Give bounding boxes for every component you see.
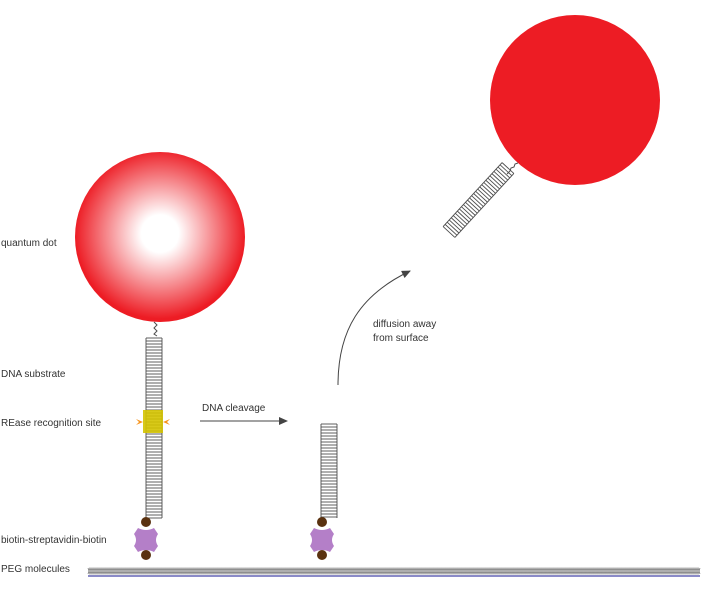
label-diffusion-line1: diffusion away bbox=[373, 319, 436, 330]
quantum-dot-right bbox=[490, 15, 660, 185]
peg-molecules bbox=[87, 566, 701, 576]
diffusion-arrow bbox=[337, 270, 411, 386]
dna-fragment-released bbox=[442, 162, 515, 238]
label-biotin: biotin-streptavidin-biotin bbox=[1, 535, 107, 546]
label-diffusion-line2: from surface bbox=[373, 333, 429, 344]
dna-substrate-left bbox=[145, 337, 163, 519]
label-rease-site: REase recognition site bbox=[1, 418, 101, 429]
streptavidin-left bbox=[134, 528, 158, 552]
biotin-bottom-left bbox=[141, 550, 151, 560]
label-quantum-dot: quantum dot bbox=[1, 238, 57, 249]
biotin-bottom-right bbox=[317, 550, 327, 560]
linker-left bbox=[153, 321, 158, 337]
recognition-site bbox=[143, 410, 163, 433]
biotin-top-left bbox=[141, 517, 151, 527]
dna-stump-right bbox=[320, 423, 338, 518]
linker-right bbox=[506, 162, 519, 175]
label-dna-substrate: DNA substrate bbox=[1, 369, 66, 380]
label-cleavage: DNA cleavage bbox=[202, 403, 266, 414]
cut-marks bbox=[136, 419, 170, 425]
streptavidin-right bbox=[310, 528, 334, 552]
quantum-dot-left bbox=[75, 152, 245, 322]
biotin-top-right bbox=[317, 517, 327, 527]
label-peg: PEG molecules bbox=[1, 564, 70, 575]
